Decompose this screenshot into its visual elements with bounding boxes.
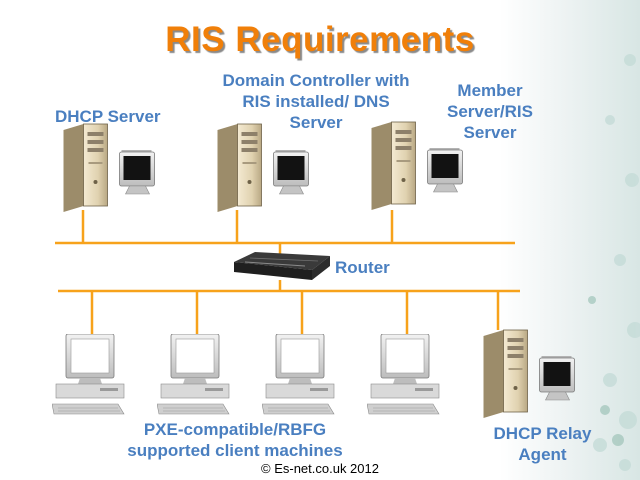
label-dhcp-relay-line2: Agent [518,445,567,464]
client-pc-1-icon [52,334,125,415]
domain-controller-server-icon [216,123,310,212]
label-clients-line2: supported client machines [127,441,343,460]
client-pc-4-icon [367,334,440,415]
label-domain-controller-line3: Server [289,113,343,132]
label-dhcp-relay-agent: DHCP Relay Agent [485,423,600,465]
label-member-server-line2: Server/RIS [447,102,533,121]
label-domain-controller-line2: RIS installed/ DNS [242,92,390,111]
client-pc-2-icon [157,334,230,415]
label-dhcp-relay-line1: DHCP Relay [493,424,592,443]
client-pc-3-icon [262,334,335,415]
dhcp-server-icon [62,123,156,212]
label-clients-line1: PXE-compatible/RBFG [143,420,327,439]
label-member-server-line1: Member [457,81,523,100]
label-domain-controller-line1: Domain Controller with [222,71,410,90]
label-domain-controller: Domain Controller with RIS installed/ DN… [210,70,422,133]
label-dhcp-server: DHCP Server [55,107,161,126]
slide-title: RIS Requirements [165,20,475,59]
label-member-server-line3: Server [463,123,517,142]
label-router: Router [335,258,390,277]
decorative-bubbles [588,54,640,471]
dhcp-relay-agent-icon [482,329,576,418]
label-clients: PXE-compatible/RBFG supported client mac… [110,419,360,461]
copyright-footer: © Es-net.co.uk 2012 [261,461,379,476]
label-member-server: Member Server/RIS Server [440,80,540,143]
router-icon [234,252,330,280]
